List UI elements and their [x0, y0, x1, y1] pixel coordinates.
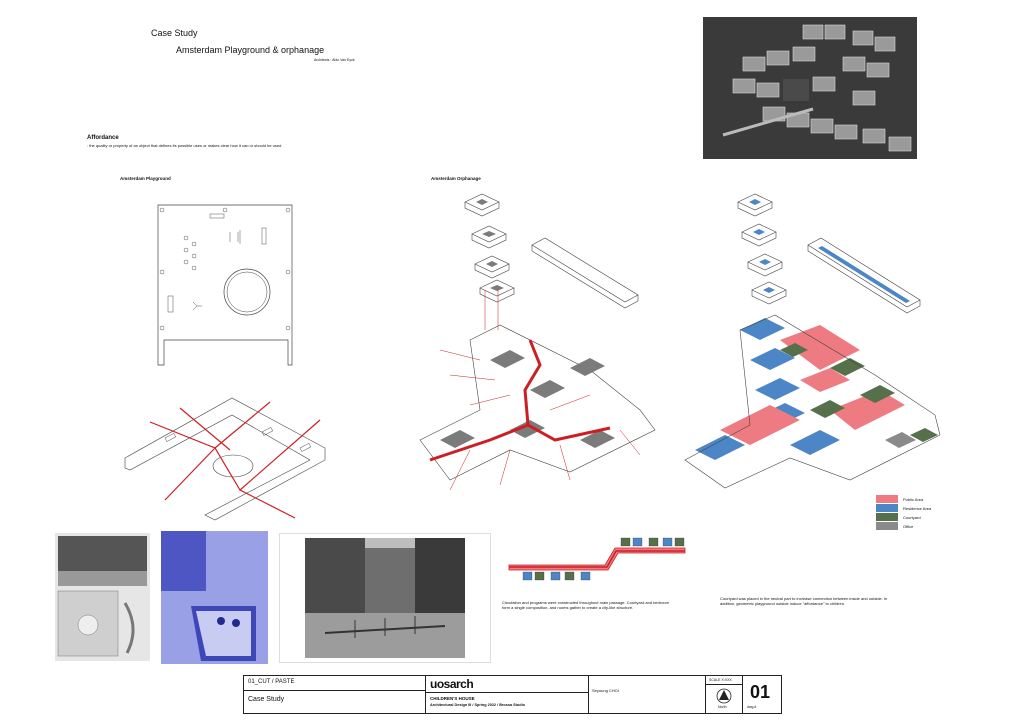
project-title: Amsterdam Playground & orphanage [176, 45, 325, 55]
affordance-definition: : the quality or property of an object t… [87, 143, 282, 148]
architect-credit: Architects : Aldo Van Eyck [314, 58, 355, 62]
legend-courtyard: Courtyard [876, 513, 921, 521]
legend-office: Office [876, 522, 913, 530]
title-block: 01_CUT / PASTE Case Study uosarch CHILDR… [243, 675, 782, 714]
collage-blue-drawing [161, 531, 268, 664]
legend-label: Public Area [903, 496, 924, 502]
orphanage-label: Amsterdam Orphanage [431, 176, 481, 181]
uosarch-logo: uosarch [430, 677, 474, 691]
circulation-caption: Circulation and programs were constructe… [502, 600, 669, 610]
legend-residence: Residence Area [876, 504, 931, 512]
case-study-heading: Case Study [151, 28, 198, 38]
legend-label: Residence Area [903, 505, 932, 511]
playground-plan [157, 204, 293, 366]
aerial-photo-drawing [703, 17, 917, 159]
collage-gray-drawing [57, 536, 147, 657]
sheet-title: Case Study [248, 696, 285, 703]
course-title: CHILDREN'S HOUSE [430, 696, 475, 701]
legend-swatch [876, 504, 898, 512]
affordance-term: Affordance [87, 135, 119, 141]
playground-photo-frame [279, 533, 491, 663]
collage-photo-blue [161, 531, 268, 664]
scale-label: SCALE X:XXX [709, 678, 732, 682]
playground-photo [305, 538, 465, 658]
courtyard-caption: Courtyard was placed in the neutral part… [720, 596, 888, 606]
legend-swatch [876, 522, 898, 530]
playground-iso [124, 397, 326, 521]
legend-public: Public Area [876, 495, 923, 503]
aerial-photo [703, 17, 917, 159]
legend-label: Courtyard [903, 514, 921, 520]
dwg-label: dwg.# [747, 705, 757, 709]
north-label: North [718, 705, 727, 709]
north-arrow-icon [716, 688, 732, 704]
orphanage-iso-circulation [419, 193, 656, 491]
orphanage-iso-program [684, 193, 941, 489]
course-subtitle: Architectural Design III / Spring 2022 /… [430, 703, 525, 707]
sheet-name: 01_CUT / PASTE [248, 679, 295, 685]
legend-swatch [876, 495, 898, 503]
legend-label: Office [903, 523, 914, 529]
playground-label: Amsterdam Playground [120, 176, 171, 181]
legend-swatch [876, 513, 898, 521]
collage-photo-gray [55, 533, 150, 661]
sheet-number: 01 [750, 682, 771, 702]
circulation-diagram [508, 537, 686, 581]
student-name: Seyoung CHOI [592, 688, 619, 693]
